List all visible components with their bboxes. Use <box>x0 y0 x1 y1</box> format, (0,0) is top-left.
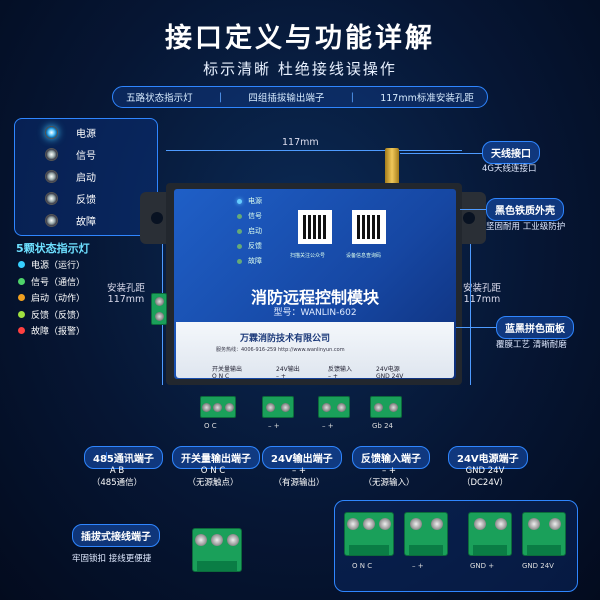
led-row-power: 电源 <box>45 125 96 140</box>
pin-label: Gb 24 <box>372 422 393 430</box>
terminal-connector <box>262 396 294 418</box>
feature-separator: | <box>350 91 354 103</box>
terminal-callout-24v-out: 24V输出端子 <box>262 446 342 469</box>
led-label: 反馈 <box>76 195 96 206</box>
page-title: 接口定义与功能详解 <box>165 23 435 54</box>
terminal-image <box>344 512 394 556</box>
led-off-icon <box>45 214 58 227</box>
led-indicator-panel: 电源 信号 启动 反馈 故障 <box>14 118 158 236</box>
terminal-pins: A B（485通信） <box>91 466 143 488</box>
status-item: 反馈（反馈） <box>18 308 85 325</box>
mount-hole-icon <box>463 212 475 224</box>
status-item: 信号（通信） <box>18 275 85 292</box>
company-name: 万霖消防技术有限公司 <box>240 334 331 344</box>
status-item: 启动（动作） <box>18 291 85 308</box>
callout-antenna: 天线接口 <box>482 141 540 164</box>
dimension-line <box>470 195 471 385</box>
feature-bar: 五路状态指示灯 | 四组插拔输出端子 | 117mm标准安装孔距 <box>112 86 488 108</box>
terminal-callout-switch: 开关量输出端子 <box>172 446 260 469</box>
antenna-connector <box>385 148 399 186</box>
qr-code-icon <box>352 210 386 244</box>
led-off-icon <box>45 148 58 161</box>
module-model: 型号：WANLIN-602 <box>273 308 357 318</box>
callout-antenna-note: 4G天线连接口 <box>482 164 537 174</box>
device-led: 电源 <box>237 196 262 206</box>
device-led: 信号 <box>237 211 262 221</box>
terminal-pins: GND 24V（DC24V） <box>461 466 509 488</box>
terminal-connector <box>200 396 236 418</box>
terminal-pins: – +（有源输出） <box>273 466 325 488</box>
callout-shell-note: 坚固耐用 工业级防护 <box>486 222 566 232</box>
status-dot-icon <box>18 327 25 334</box>
qr-caption: 设备信息查询码 <box>346 253 382 259</box>
page-subtitle: 标示清晰 杜绝接线误操作 <box>203 60 397 78</box>
pin-label: – + <box>412 562 424 570</box>
feature-item: 117mm标准安装孔距 <box>380 93 474 104</box>
callout-panel: 蓝黑拼色面板 <box>496 316 574 339</box>
terminal-connector <box>370 396 402 418</box>
device-led: 启动 <box>237 226 262 236</box>
terminal-connector <box>318 396 350 418</box>
terminal-image <box>522 512 566 556</box>
module-title: 消防远程控制模块 <box>250 288 379 307</box>
terminal-group-label: 反馈输入– + <box>328 366 353 380</box>
callout-panel-note: 覆膜工艺 清晰耐磨 <box>496 340 567 350</box>
device-led: 故障 <box>237 256 262 266</box>
status-item: 电源（运行） <box>18 258 85 275</box>
led-row-feedback: 反馈 <box>45 191 96 206</box>
callout-plug-terminal: 插拔式接线端子 <box>72 524 160 547</box>
dimension-line <box>162 195 163 385</box>
status-title: 5颗状态指示灯 <box>16 242 90 255</box>
led-label: 启动 <box>76 173 96 184</box>
status-dot-icon <box>18 294 25 301</box>
company-contact: 服务热线：4006-916-259 http://www.wanlinyun.c… <box>216 347 345 353</box>
led-on-icon <box>45 126 58 139</box>
plug-terminal-image <box>192 528 242 572</box>
status-dot-icon <box>18 261 25 268</box>
status-dot-icon <box>18 277 25 285</box>
callout-plug-note: 牢固锁扣 接线更便捷 <box>72 554 152 564</box>
pin-label: – + <box>322 422 334 430</box>
led-label: 电源 <box>76 129 96 140</box>
terminal-group-label: 24V输出– + <box>276 366 300 380</box>
mount-hole-icon <box>151 212 163 224</box>
terminal-pins: O N C（无源触点） <box>187 466 239 488</box>
terminal-callout-24v-power: 24V电源端子 <box>448 446 528 469</box>
dim-width: 117mm <box>282 137 319 148</box>
terminal-pins: – +（无源输入） <box>363 466 415 488</box>
pin-label: – + <box>268 422 280 430</box>
status-dot-icon <box>18 310 25 318</box>
qr-code-icon <box>298 210 332 244</box>
terminal-image <box>404 512 448 556</box>
led-row-signal: 信号 <box>45 147 96 162</box>
device-led: 反馈 <box>237 241 262 251</box>
dimension-line <box>166 150 462 151</box>
pin-label: GND 24V <box>522 562 554 570</box>
device-label-strip <box>176 322 454 378</box>
callout-shell: 黑色铁质外壳 <box>486 198 564 221</box>
status-item: 故障（报警） <box>18 324 85 341</box>
led-off-icon <box>45 170 58 183</box>
led-row-fault: 故障 <box>45 213 96 228</box>
terminal-callout-485: 485通讯端子 <box>84 446 163 469</box>
feature-item: 四组插拔输出端子 <box>248 93 325 104</box>
feature-item: 五路状态指示灯 <box>126 93 193 104</box>
qr-caption: 扫描关注公众号 <box>290 253 326 259</box>
led-label: 信号 <box>76 151 96 162</box>
led-label: 故障 <box>76 217 96 228</box>
led-row-start: 启动 <box>45 169 96 184</box>
status-list: 电源（运行） 信号（通信） 启动（动作） 反馈（反馈） 故障（报警） <box>18 258 85 341</box>
terminal-image <box>468 512 512 556</box>
pin-label: O N C <box>352 562 373 570</box>
feature-separator: | <box>218 91 223 103</box>
rs485-connector <box>151 293 167 325</box>
pin-label: O C <box>204 422 217 430</box>
pin-label: GND + <box>470 562 495 570</box>
led-off-icon <box>45 192 58 205</box>
terminal-callout-feedback: 反馈输入端子 <box>352 446 430 469</box>
